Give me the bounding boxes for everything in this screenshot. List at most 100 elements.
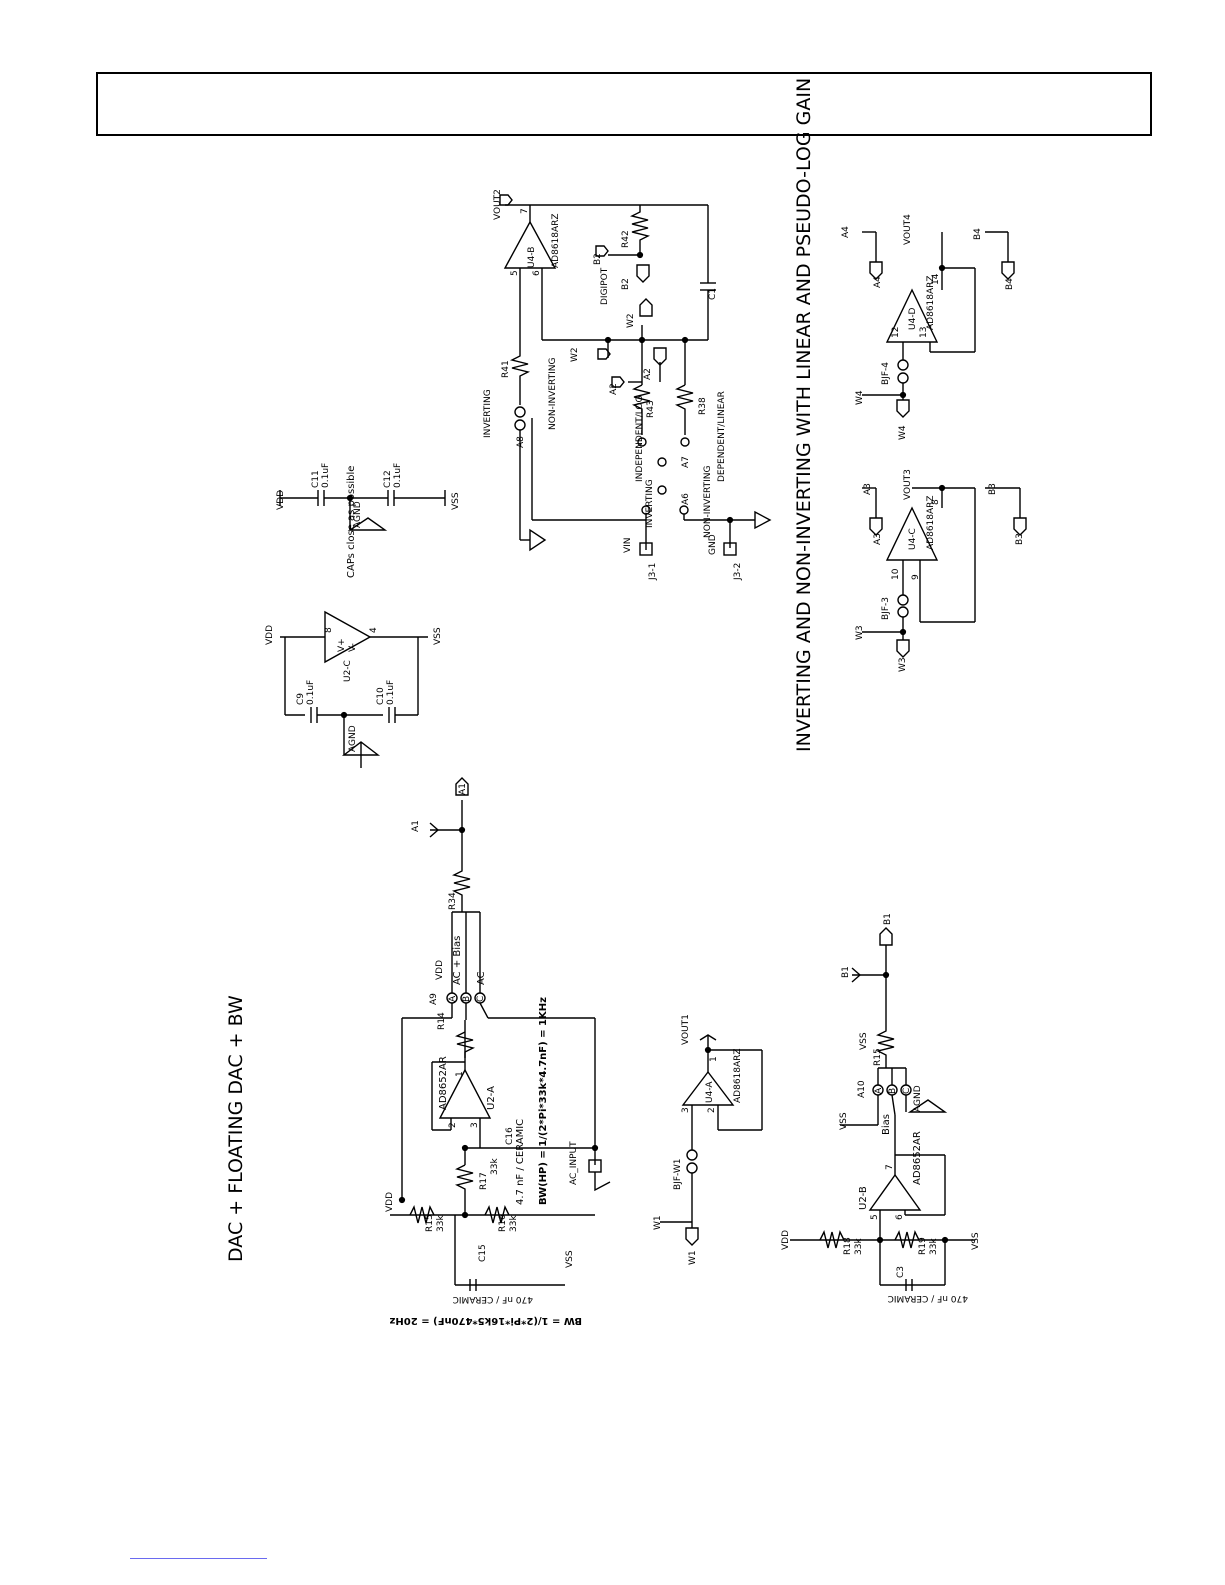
label-r19: R19: [918, 1237, 928, 1255]
label-r34: R34: [448, 892, 458, 910]
label-inverting-a6: INVERTING: [645, 479, 655, 528]
label-c12: C12: [383, 470, 393, 488]
label-r15: R15: [425, 1214, 435, 1232]
label-bias: Bias: [881, 1114, 892, 1135]
label-u2b-pin7: 7: [885, 1164, 895, 1170]
label-c9-val: 0.1uF: [306, 680, 316, 705]
label-a2-net: A2: [609, 383, 619, 395]
label-agnd-1: AGND: [348, 725, 358, 752]
label-w1-port: W1: [688, 1250, 698, 1265]
schematic-labels: DAC + FLOATING DAC + BW INVERTING AND NO…: [225, 78, 1025, 1326]
label-vss-dac: VSS: [565, 1250, 575, 1268]
u2c-opamp-symbol: [324, 610, 372, 664]
label-a6: A6: [681, 493, 691, 505]
label-u4d: U4-D: [908, 307, 918, 330]
floating-dac-circuit: [790, 945, 975, 1291]
label-vdd-float: VDD: [781, 1230, 791, 1250]
label-vdd-u2c: VDD: [265, 625, 275, 645]
label-c1: C1: [708, 288, 718, 300]
label-c3-val: 470 nF / CERAMIC: [888, 1293, 968, 1303]
label-u2a-pin2: 2: [448, 1122, 458, 1128]
label-u2b-pin5: 5: [870, 1214, 880, 1220]
label-ac: AC: [476, 971, 487, 985]
label-u4a-pin2: 2: [707, 1107, 717, 1113]
header-box: [96, 72, 1152, 136]
label-c15: C15: [478, 1244, 488, 1262]
label-b4-net: B4: [973, 228, 983, 240]
label-u4c-pin10: 10: [891, 568, 901, 580]
label-vout2: VOUT2: [493, 189, 503, 220]
label-tap-a-2: A: [874, 1087, 884, 1094]
label-u4c: U4-C: [908, 528, 918, 550]
label-u4d-pin12: 12: [891, 327, 901, 338]
label-u4b: U4-B: [527, 247, 537, 268]
label-a3-net: A3: [863, 483, 873, 495]
label-ac-bias: AC + Bias: [452, 936, 463, 985]
label-tap-c-2: C: [902, 1088, 912, 1094]
label-pin4-u2c: 4: [369, 627, 379, 633]
u4c-opamp-symbol: [885, 506, 939, 561]
label-c9: C9: [296, 693, 306, 705]
label-b3-port: B3: [1015, 533, 1025, 545]
label-u2b: U2-B: [858, 1186, 869, 1210]
label-vplus: V+: [337, 638, 347, 652]
label-digipot: DIGIPOT: [600, 267, 610, 305]
r15-resistor: [409, 1204, 435, 1224]
label-a2-port: A2: [643, 368, 653, 380]
label-r18: R18: [843, 1237, 853, 1255]
r14-resistor: [454, 1031, 476, 1058]
label-c16-val: 4.7 nF / CERAMIC: [515, 1119, 526, 1205]
label-caps-note: CAPs close as possible: [346, 466, 357, 578]
label-u4d-part: AD8618ARZ: [926, 275, 936, 330]
label-bjf4: BJF-4: [881, 362, 891, 385]
label-u4a-pin3: 3: [681, 1107, 691, 1113]
label-vin: VIN: [623, 537, 633, 553]
label-a9: A9: [429, 993, 439, 1005]
r41-resistor: [509, 352, 531, 405]
label-vout1: VOUT1: [681, 1014, 691, 1045]
label-pin8-u2c: 8: [324, 627, 334, 633]
label-u4a: U4-A: [705, 1081, 715, 1103]
r19-resistor: [894, 1229, 920, 1249]
label-u4a-part: AD8618ARZ: [733, 1048, 743, 1103]
label-vss-c12: VSS: [451, 492, 461, 510]
label-a1-port: A1: [458, 783, 468, 795]
label-w4-net: W4: [855, 390, 865, 405]
label-u4d-pin13: 13: [919, 327, 929, 338]
label-r16: R16: [498, 1214, 508, 1232]
label-c16: C16: [505, 1127, 515, 1145]
footer-link-underline: [130, 1558, 267, 1559]
label-u4d-pin14: 14: [931, 273, 941, 285]
label-a8: A8: [516, 436, 526, 448]
label-u4b-pin7: 7: [520, 208, 530, 214]
u4b-opamp-symbol: [503, 220, 557, 269]
label-vout4: VOUT4: [903, 214, 913, 245]
label-dependent-linear: DEPENDENT/LINEAR: [717, 391, 727, 482]
label-b3-net: B3: [988, 483, 998, 495]
label-u4a-pin1: 1: [709, 1056, 719, 1062]
r16-resistor: [484, 1204, 510, 1224]
label-vdd-dac: VDD: [385, 1192, 395, 1212]
u4a-opamp-symbol: [681, 1070, 735, 1106]
label-b2-net: B2: [593, 253, 603, 265]
label-r42: R42: [621, 230, 631, 248]
r42-resistor: [629, 205, 651, 255]
label-tap-a: A: [448, 995, 458, 1002]
label-u4c-pin8: 8: [931, 499, 941, 505]
label-u2b-part: AD8652AR: [912, 1131, 923, 1185]
label-u4c-pin9: 9: [911, 574, 921, 580]
label-r18-val: 33k: [854, 1238, 864, 1255]
label-a4-port: A4: [873, 276, 883, 288]
label-vss-float: VSS: [839, 1112, 849, 1130]
net-flags: [455, 194, 1027, 1246]
label-c3: C3: [896, 1266, 906, 1278]
label-w2-port: W2: [626, 313, 636, 328]
label-tap-b-2: B: [888, 1088, 898, 1094]
label-r19-val: 33k: [929, 1238, 939, 1255]
label-r41: R41: [501, 360, 511, 378]
label-u2a-pin3: 3: [470, 1122, 480, 1128]
label-a1-net: A1: [411, 820, 421, 832]
label-c10-val: 0.1uF: [386, 680, 396, 705]
r38-resistor: [674, 384, 694, 435]
